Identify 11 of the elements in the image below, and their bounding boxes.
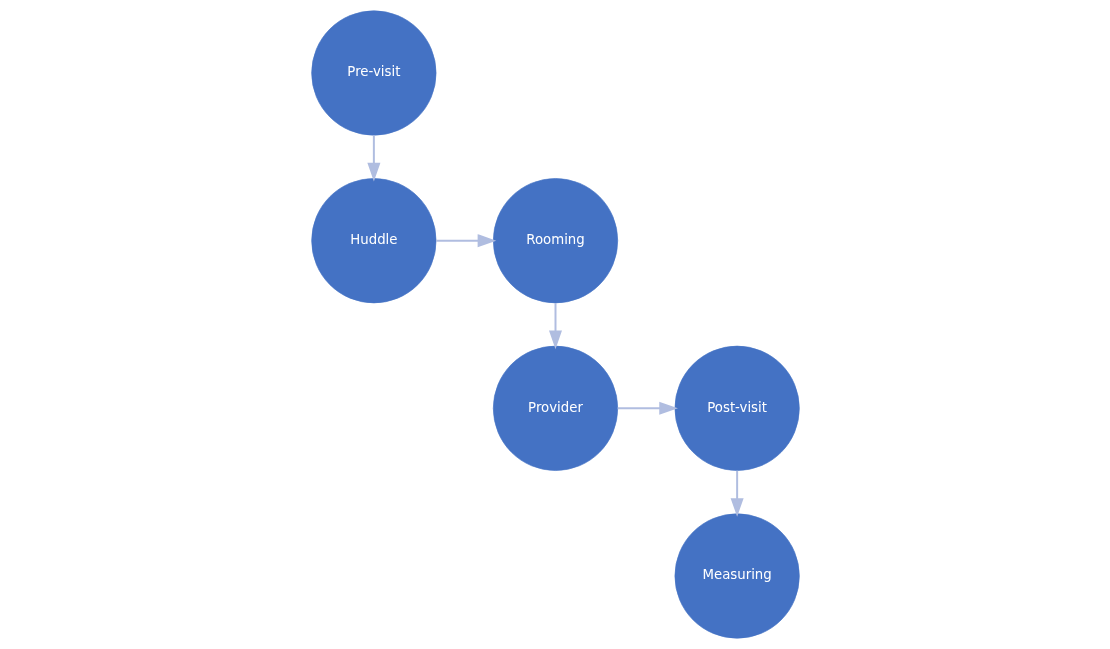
node-circle: Measuring xyxy=(674,513,800,639)
arrow xyxy=(616,401,678,415)
arrow xyxy=(730,469,744,517)
arrow xyxy=(366,134,380,182)
node-circle: Post-visit xyxy=(674,345,800,471)
arrow xyxy=(548,302,562,350)
node-circle: Provider xyxy=(492,345,618,471)
arrow xyxy=(434,234,496,248)
node-circle: Rooming xyxy=(492,178,618,304)
node-circle: Pre-visit xyxy=(310,10,436,136)
node-circle: Huddle xyxy=(310,178,436,304)
